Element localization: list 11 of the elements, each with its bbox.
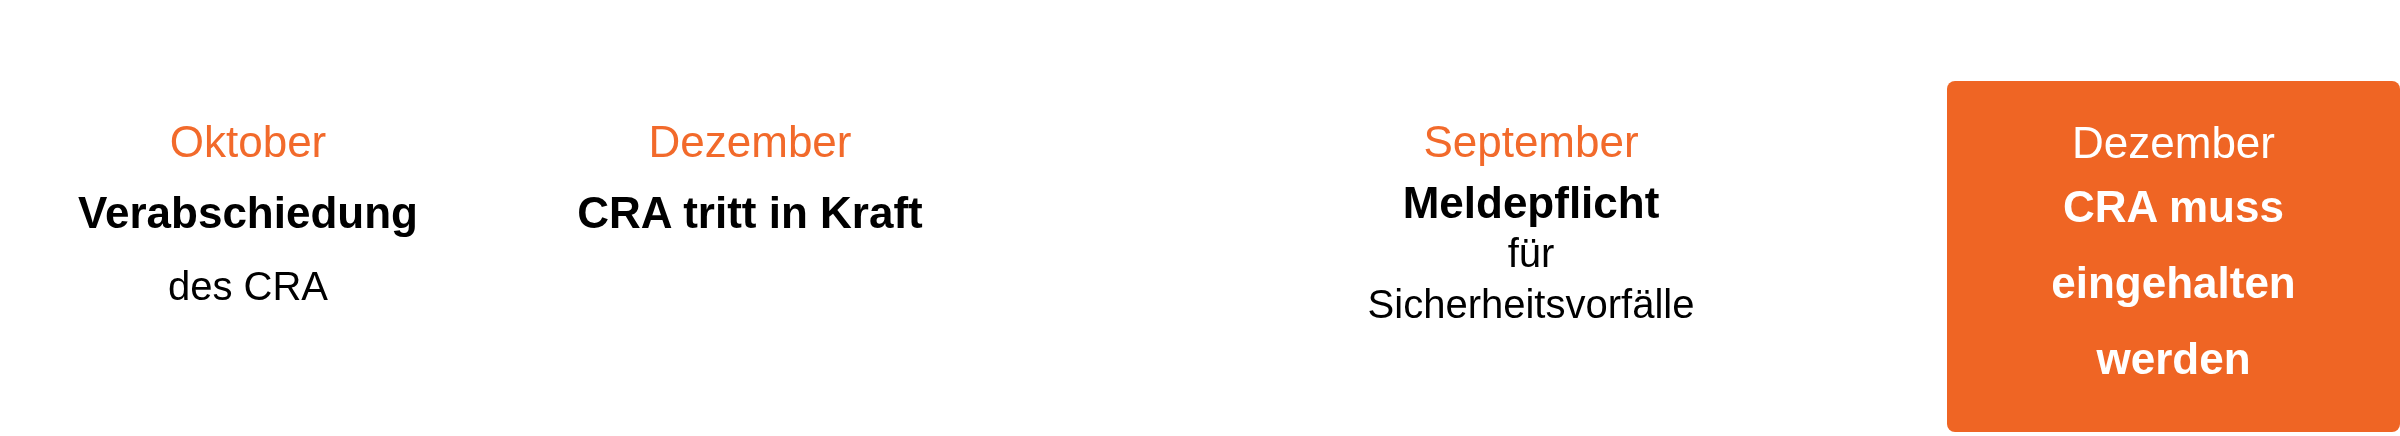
milestone-title: Verabschiedung	[78, 187, 418, 239]
month-label: Oktober	[169, 116, 327, 168]
month-label: Dezember	[2072, 117, 2275, 169]
month-label: September	[1423, 116, 1639, 168]
milestone-title: CRA tritt in Kraft	[577, 187, 923, 239]
highlight-box	[1947, 81, 2400, 432]
milestone-description: des CRA	[167, 263, 329, 310]
milestone-title: CRA muss eingehalten werden	[2050, 181, 2297, 385]
milestone-title: Meldepflicht	[1402, 177, 1660, 229]
milestone-description: für Sicherheitsvorfälle	[1367, 230, 1695, 328]
month-label: Dezember	[648, 116, 852, 168]
